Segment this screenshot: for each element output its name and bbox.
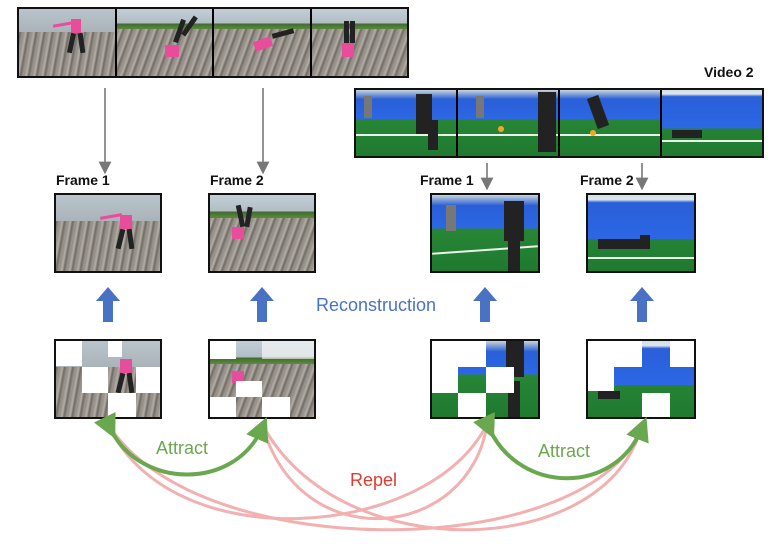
v1-frame1-label: Frame 1 [56, 172, 110, 188]
repel-arc-3 [106, 423, 644, 532]
v2-frame1-masked [430, 339, 540, 419]
attract-arcs [93, 411, 649, 481]
attract-label-2: Attract [538, 441, 591, 461]
repel-arc-1 [106, 423, 489, 520]
reconstruction-arrow-3 [473, 287, 497, 322]
v2-frame2-label: Frame 2 [580, 172, 634, 188]
v2-frame2-image [586, 193, 696, 273]
video2-thumb-3 [560, 90, 660, 156]
repel-label: Repel [350, 470, 398, 490]
v2-frame1-image [430, 193, 540, 273]
video2-thumb-4 [662, 90, 762, 156]
video1-thumb-1 [19, 9, 115, 76]
video2-thumb-1 [356, 90, 456, 156]
video2-strip [354, 88, 764, 158]
reconstruction-arrow-2 [250, 287, 274, 322]
reconstruction-arrow-1 [96, 287, 120, 322]
v1-frame2-masked [208, 339, 316, 419]
v1-frame2-label: Frame 2 [210, 172, 264, 188]
attract-label-1: Attract [156, 438, 209, 458]
video1-thumb-4 [311, 9, 407, 76]
v1-frame1-image [54, 193, 162, 273]
reconstruction-arrows [96, 287, 654, 322]
video2-thumb-2 [458, 90, 558, 156]
video1-thumb-3 [214, 9, 310, 76]
reconstruction-label: Reconstruction [316, 295, 437, 315]
attract-arc-2 [473, 412, 649, 481]
video2-label: Video 2 [704, 64, 754, 80]
reconstruction-arrow-4 [630, 287, 654, 322]
v1-frame2-image [208, 193, 316, 273]
attract-arc-1 [93, 411, 269, 477]
repel-arc-4 [260, 423, 644, 532]
video1-strip [17, 7, 409, 78]
v2-frame1-label: Frame 1 [420, 172, 474, 188]
video1-thumb-2 [116, 9, 212, 76]
repel-arcs [106, 423, 644, 532]
